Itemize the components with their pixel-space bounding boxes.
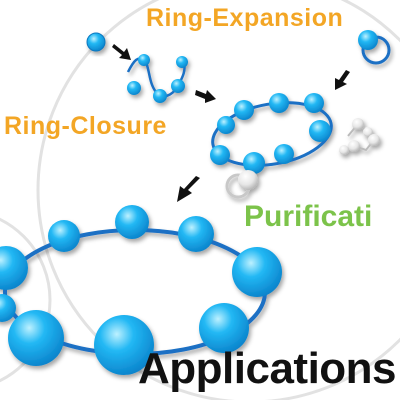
large-ring [0,205,282,375]
chain-bead [176,56,188,68]
black-arrow-icon [112,44,350,202]
chain-bead [171,79,185,93]
chain-bead [153,89,167,103]
large-ring-bead [115,205,149,239]
large-ring-bead [178,216,214,252]
chain-bead [127,81,141,95]
small-ring-backbone [211,101,333,167]
small-ring-bead [269,93,289,113]
small-ring-bead [309,120,331,142]
monomer-bead-group [86,32,106,52]
large-ring-bead [48,220,80,252]
chain-bead [138,54,150,66]
small-ring-bead [274,144,294,164]
linear-chain [126,54,188,103]
cyclic-monomer-bead [358,30,378,50]
large-ring-bead [199,303,249,353]
impurity-bead [348,140,360,152]
impurity-bead [339,145,349,155]
large-ring-bead [0,294,16,322]
small-ring-bead [304,93,324,113]
impurity-bead [368,134,380,146]
small-ring-bead [243,152,265,174]
small-ring-bead [234,100,254,120]
ring-closure-label: Ring-Closure [4,112,167,140]
small-ring [210,93,333,174]
impurity-bead [363,127,373,137]
applications-label: Applications [138,344,397,393]
cyclic-monomer [358,30,391,65]
background-circle-left [0,217,52,383]
large-ring-bead [8,310,64,366]
ring-expansion-label: Ring-Expansion [146,4,344,32]
impurity-bead [352,118,364,130]
large-ring-bead [94,315,154,375]
small-ring-bead [217,116,235,134]
large-ring-bead [232,247,282,297]
impurity-ring-bead [238,170,258,190]
background-circle-large [36,0,400,400]
large-ring-bead [0,246,28,290]
grey-sphere-icon [225,118,380,199]
purification-label: Purificati [244,200,373,233]
small-ring-bead [210,145,230,165]
monomer-bead [86,32,106,52]
